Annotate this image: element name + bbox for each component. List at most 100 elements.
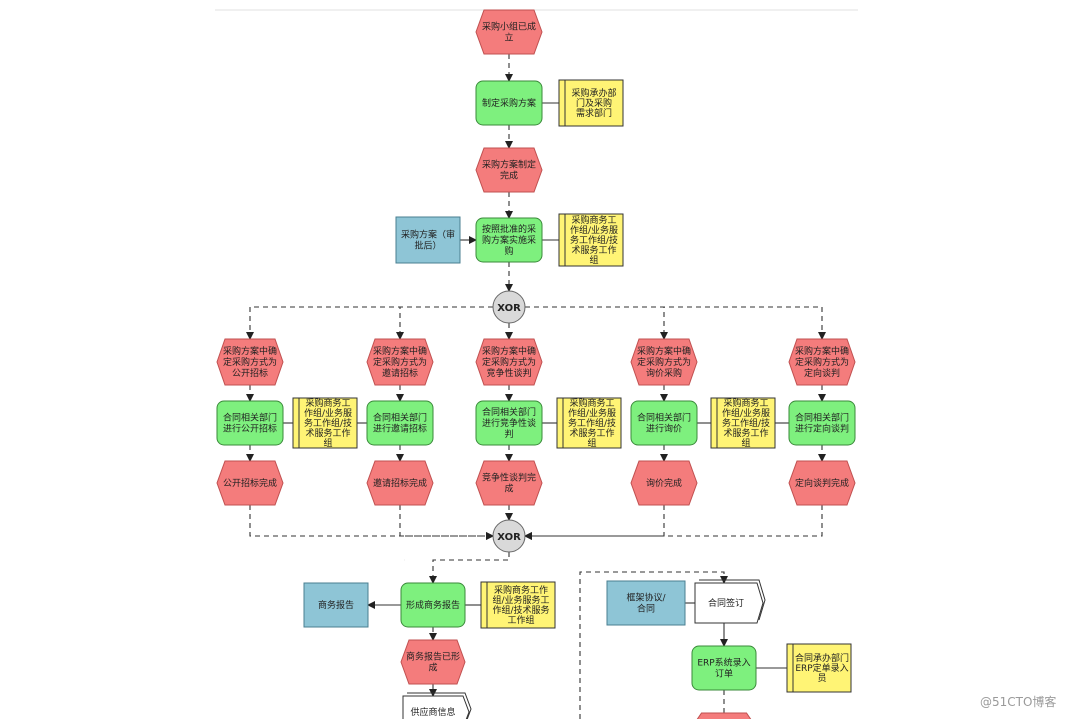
info-object-box	[395, 216, 461, 264]
event-label-line: 公开招标完成	[223, 477, 277, 489]
function-box	[216, 400, 284, 446]
event-label-line: 公开招标	[232, 367, 268, 379]
function-box	[475, 400, 543, 446]
org-unit-label-line: 需求部门	[576, 107, 612, 119]
flow-edge	[249, 505, 494, 540]
org-unit-label-line: 组	[323, 437, 332, 449]
org-unit-label-line: 术服务工作	[305, 427, 350, 439]
event-hexagon	[475, 9, 543, 55]
flow-edge	[396, 306, 493, 340]
function-box	[475, 217, 543, 263]
event-label-line: 采购方案中确	[795, 345, 849, 357]
event-hexagon	[630, 460, 698, 506]
document-shadow	[699, 579, 766, 621]
function-box	[691, 645, 757, 691]
function-node: 形成商务报告	[400, 582, 466, 628]
xor-label: XOR	[497, 532, 521, 543]
document-label-line: 合同签订	[708, 597, 744, 609]
function-label-line: 按照批准的采	[482, 223, 536, 235]
flow-edge	[399, 505, 494, 540]
event-label-line: 成	[428, 662, 437, 674]
function-box	[400, 582, 466, 628]
event-label-line: 立	[504, 32, 513, 44]
org-unit-label-line: 工作组	[507, 614, 534, 626]
watermark: @51CTO博客	[980, 694, 1056, 709]
org-unit-label-line: 组	[589, 254, 598, 266]
event-label-line: 邀请招标	[382, 367, 418, 379]
event-hexagon	[216, 338, 284, 386]
event-label-line: 采购方案中确	[373, 345, 427, 357]
info-object-node: 采购方案（审批后）	[395, 216, 461, 264]
event-label-line: 定向谈判完成	[795, 477, 849, 489]
event-node: 定向谈判完成	[788, 460, 856, 506]
document-shadow	[407, 692, 472, 723]
org-unit-label-line: 组	[587, 437, 596, 449]
org-unit-label-line: ERP定单录入	[795, 662, 848, 674]
event-label-line: 采购方案中确	[637, 345, 691, 357]
org-unit-label-line: 务工作组/技	[570, 234, 618, 246]
org-unit-label-line: 组/业务服务工	[492, 594, 549, 606]
org-unit-box	[558, 213, 624, 267]
nodes-layer: 采购小组已成立采购方案制定完成采购方案中确定采购方式为公开招标采购方案中确定采购…	[216, 9, 856, 723]
function-label-line: 形成商务报告	[406, 599, 460, 611]
event-label-line: 商务报告已形	[406, 651, 460, 663]
function-label-line: 判	[504, 428, 513, 440]
event-label-line: 定采购方式为	[373, 356, 427, 368]
org-unit-label-line: 采购商务工作	[494, 584, 548, 596]
document-shape	[694, 582, 764, 624]
event-hexagon	[475, 338, 543, 386]
org-unit-label-line: 采购承办部	[571, 87, 616, 99]
org-unit-box	[558, 79, 624, 127]
event-hexagon	[788, 338, 856, 386]
org-unit-label-line: 术服务工作	[723, 427, 768, 439]
flow-edge	[579, 571, 728, 719]
org-unit-label-line: 采购商务工	[723, 397, 768, 409]
function-label-line: 合同相关部门	[482, 406, 536, 418]
org-unit-label-line: 务工作组/技	[722, 417, 770, 429]
function-node: 制定采购方案	[475, 80, 543, 126]
event-hexagon	[366, 460, 434, 506]
event-hexagon	[475, 147, 543, 193]
function-label-line: 合同相关部门	[637, 412, 691, 424]
event-label-line: 定采购方式为	[795, 356, 849, 368]
function-box	[630, 400, 698, 446]
org-unit-label-line: 作组/技术服务	[492, 604, 549, 616]
org-unit-box	[480, 581, 556, 629]
info-object-label-line: 采购方案（审	[401, 229, 455, 241]
function-label-line: 进行定向谈判	[795, 423, 849, 435]
event-hexagon	[694, 712, 754, 723]
org-unit-label-line: 采购商务工	[569, 397, 614, 409]
event-label-line: 成	[504, 483, 513, 495]
org-unit-label-line: 务工作组/技	[568, 417, 616, 429]
info-object-label-line: 框架协议/	[626, 592, 666, 604]
event-hexagon	[216, 460, 284, 506]
xor-connector: XOR	[492, 519, 526, 553]
event-label-line: 竞争性谈判完	[482, 472, 536, 484]
xor-circle	[492, 519, 526, 553]
org-unit-label-line: 采购商务工	[571, 214, 616, 226]
event-node: 公开招标完成	[216, 460, 284, 506]
event-label-line: 定采购方式为	[482, 356, 536, 368]
function-label-line: 进行邀请招标	[373, 423, 427, 435]
event-hexagon	[788, 460, 856, 506]
event-node: 邀请招标完成	[366, 460, 434, 506]
org-unit-label-line: 员	[817, 673, 826, 684]
event-label-line: 询价完成	[646, 477, 682, 489]
function-label-line: 进行公开招标	[223, 423, 277, 435]
function-box	[366, 400, 434, 446]
xor-connector: XOR	[492, 290, 526, 324]
